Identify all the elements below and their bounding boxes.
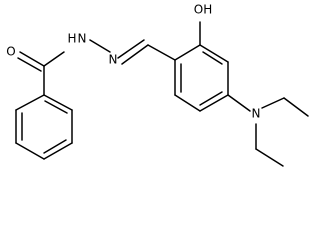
bond-carbonyl-c-o-double bbox=[17, 57, 42, 72]
bond-ring-2 bbox=[199, 44, 229, 63]
bond-carbonyl-c-nh bbox=[43, 51, 65, 67]
bond-ring-inner-2 bbox=[199, 91, 223, 106]
bond-n-ch bbox=[121, 44, 149, 65]
atom-label-imine-n: N bbox=[109, 53, 118, 67]
bond-ring-n bbox=[227, 94, 251, 112]
bond-ring-4 bbox=[199, 94, 229, 112]
molecule-scene: O H N N OH N bbox=[6, 3, 309, 167]
atom-label-hydroxyl: OH bbox=[194, 3, 212, 17]
atom-label-carbonyl-oxygen: O bbox=[6, 45, 15, 59]
bond-n-ethyl1-c1 bbox=[261, 97, 285, 109]
bond-ethyl2-c1-c2 bbox=[255, 148, 284, 167]
bond-phenyl-inner-1 bbox=[44, 100, 68, 114]
bond-phenyl-1 bbox=[43, 94, 73, 111]
bond-phenyl-6 bbox=[15, 94, 45, 111]
bond-ring-inner-3 bbox=[202, 51, 223, 65]
bond-phenyl-4 bbox=[15, 142, 45, 160]
bond-phenyl-inner-2 bbox=[43, 139, 67, 154]
bonds bbox=[15, 21, 309, 167]
molecule-structure: O H N N OH N bbox=[6, 3, 309, 167]
bond-carbonyl-c-o bbox=[19, 51, 45, 67]
bond-ethyl1-c1-c2 bbox=[283, 97, 309, 117]
bond-ring-1 bbox=[174, 44, 201, 61]
atom-label-hydrazide-h: H bbox=[67, 32, 76, 46]
atom-label-hydrazide-n: N bbox=[78, 32, 87, 46]
bond-n-ch-double bbox=[117, 39, 145, 59]
atom-label-amine-n: N bbox=[252, 107, 261, 121]
bond-ring-5 bbox=[174, 94, 201, 112]
bond-nh-n bbox=[89, 39, 111, 53]
bond-ch-ring bbox=[147, 44, 176, 61]
bond-phenyl-3 bbox=[43, 142, 73, 160]
atom-labels: O H N N OH N bbox=[6, 3, 260, 121]
